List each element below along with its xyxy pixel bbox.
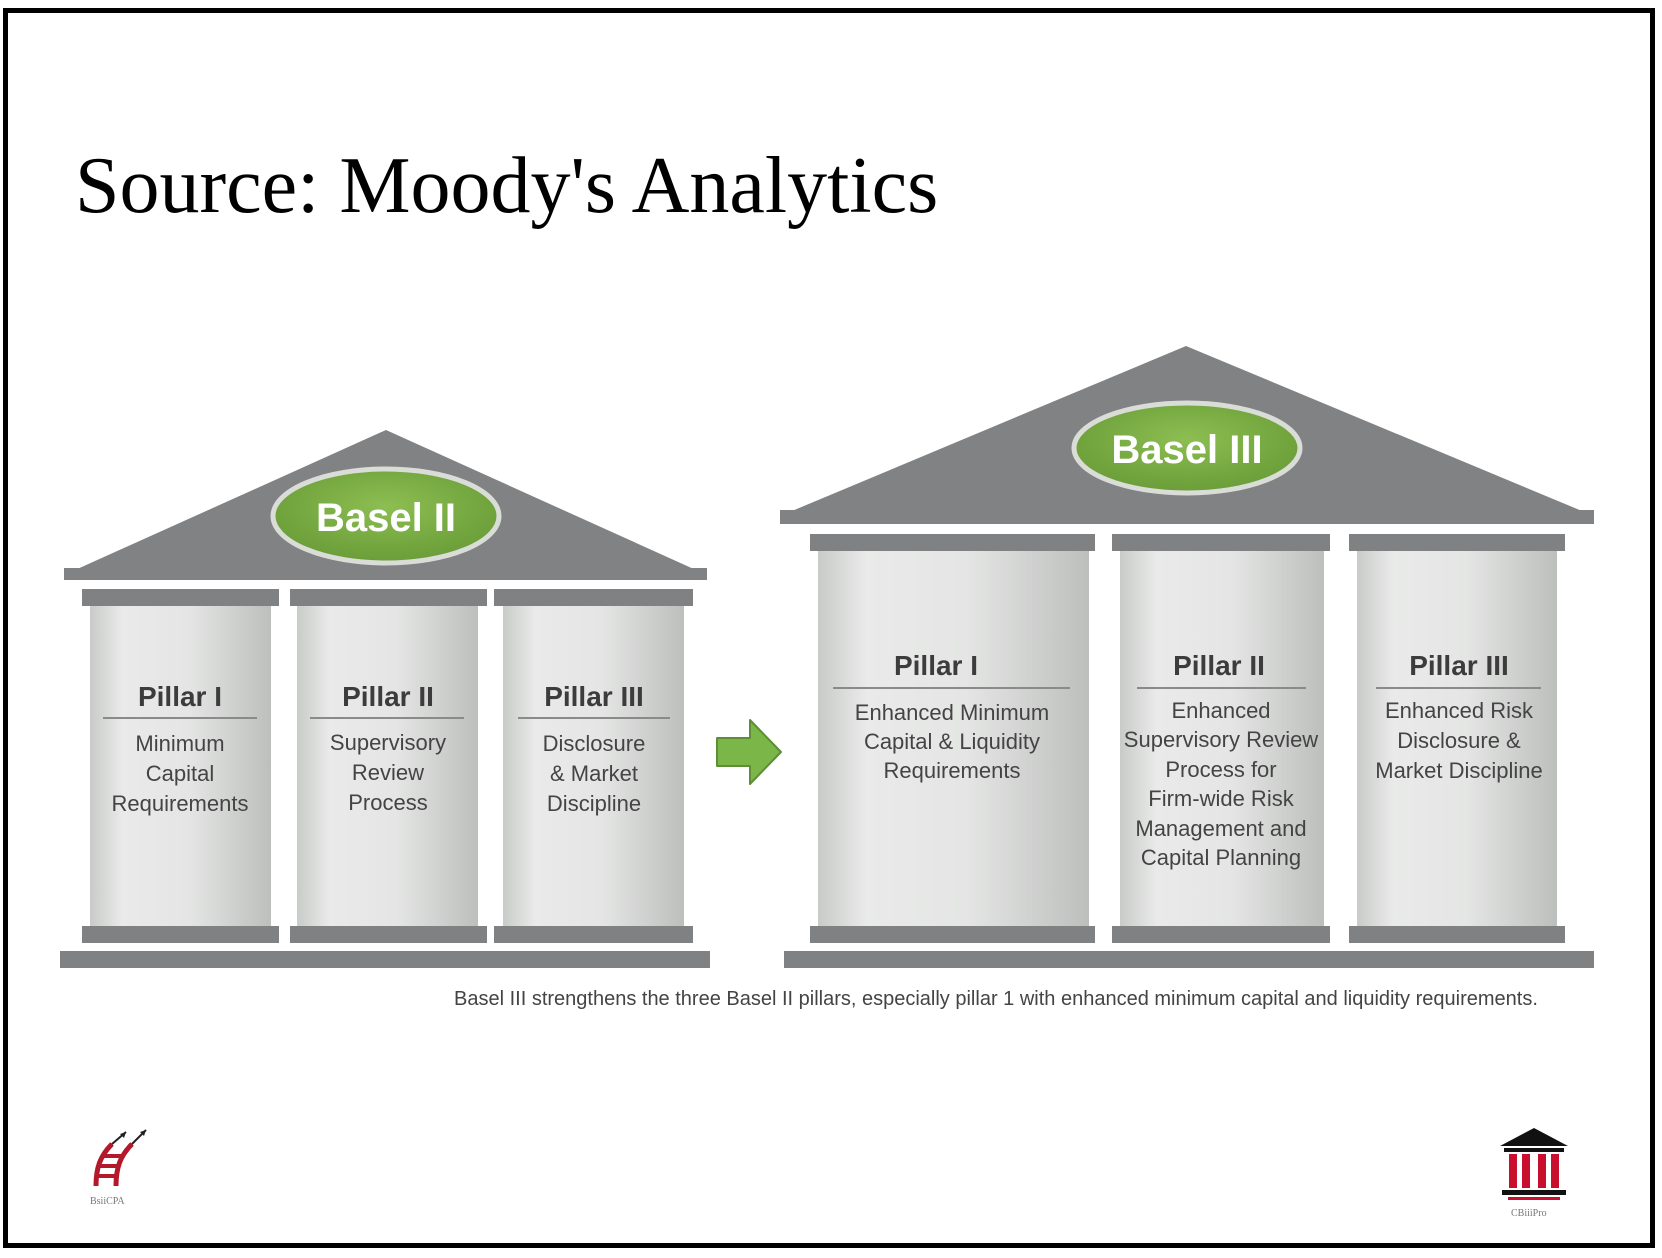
basel3-pillar-3-line: Enhanced Risk — [1385, 698, 1534, 723]
basel2-pillar-1-shaft — [90, 606, 271, 926]
basel3-pillar-1-title: Pillar I — [894, 650, 978, 681]
basel3-pillar-3-title: Pillar III — [1409, 650, 1509, 681]
basel3-roof-base — [780, 510, 1594, 524]
diagram-caption: Basel III strengthens the three Basel II… — [454, 988, 1538, 1010]
basel3-pillar-2-line: Management and — [1135, 816, 1306, 841]
basel2-pillar-2-line: Supervisory — [330, 730, 446, 755]
slide-frame — [3, 8, 1655, 1248]
slide-title: Source: Moody's Analytics — [75, 142, 939, 230]
basel2-column-base — [82, 926, 279, 943]
basel2-pillar-3-line: Discipline — [547, 791, 641, 816]
left-logo-label: BsiiCPA — [90, 1196, 125, 1207]
basel2-capital — [290, 589, 487, 606]
basel3-pillar-3-line: Disclosure & — [1397, 728, 1521, 753]
basel2-pillar-3-shaft — [503, 606, 684, 926]
basel3-pillar-1-line: Enhanced Minimum — [855, 700, 1049, 725]
basel2-temple: Basel II Pillar I Minimum Capital Requir… — [60, 430, 710, 968]
basel3-pillar-3-shaft — [1357, 551, 1557, 926]
basel3-pillar-2-line: Supervisory Review — [1124, 727, 1319, 752]
basel2-pillar-3-title: Pillar III — [544, 681, 644, 712]
basel3-pillar-3-line: Market Discipline — [1375, 758, 1543, 783]
basel2-pillar-2-title: Pillar II — [342, 681, 434, 712]
cbiiipro-logo-icon — [1500, 1128, 1568, 1200]
basel3-column-base — [810, 926, 1095, 943]
basel3-pillar-2-line: Capital Planning — [1141, 845, 1301, 870]
basel3-label-ellipse — [1071, 400, 1303, 496]
basel3-pillar-1-line: Requirements — [884, 758, 1021, 783]
basel2-column-base — [290, 926, 487, 943]
basel2-foundation — [60, 951, 710, 968]
basel2-pillar-2-line: Review — [352, 760, 424, 785]
basel3-pillar-2-line: Process for — [1165, 757, 1276, 782]
arrow-right-icon — [716, 719, 782, 785]
basel3-pillar-1-line: Capital & Liquidity — [864, 729, 1040, 754]
basel2-pillar-2-shaft — [297, 606, 478, 926]
basel3-pillar-2-title: Pillar II — [1173, 650, 1265, 681]
right-logo-label: CBiiiPro — [1511, 1208, 1547, 1219]
basel2-roof-base — [64, 568, 707, 580]
basel2-capital — [82, 589, 279, 606]
basel2-column-base — [494, 926, 693, 943]
basel2-pillar-2-line: Process — [348, 790, 427, 815]
basel3-column-base — [1112, 926, 1330, 943]
basel3-temple: Basel III Pillar I Enhanced Minimum Capi… — [780, 346, 1594, 968]
basel3-capital — [810, 534, 1095, 551]
basel3-foundation — [784, 951, 1594, 968]
basel2-label: Basel II — [316, 496, 456, 540]
basel2-pillar-1-title: Pillar I — [138, 681, 222, 712]
basel3-capital — [1112, 534, 1330, 551]
basel2-pillar-1-line: Minimum — [135, 731, 224, 756]
basel2-label-ellipse — [270, 466, 502, 566]
basel2-pillar-1-line: Capital — [146, 761, 214, 786]
basel2-pillar-3-line: Disclosure — [543, 731, 646, 756]
basel3-pillar-2-line: Firm-wide Risk — [1148, 786, 1294, 811]
basel3-column-base — [1349, 926, 1565, 943]
basel3-capital — [1349, 534, 1565, 551]
basel2-pillar-3-line: & Market — [550, 761, 638, 786]
basel3-pillar-2-shaft — [1120, 551, 1324, 926]
basel3-pillar-2-line: Enhanced — [1171, 698, 1270, 723]
basel2-pillar-1-line: Requirements — [112, 791, 249, 816]
basel3-pillar-1-shaft — [818, 551, 1089, 926]
basel2-capital — [494, 589, 693, 606]
bsiicpa-logo-icon — [93, 1129, 147, 1187]
basel3-label: Basel III — [1111, 428, 1262, 472]
